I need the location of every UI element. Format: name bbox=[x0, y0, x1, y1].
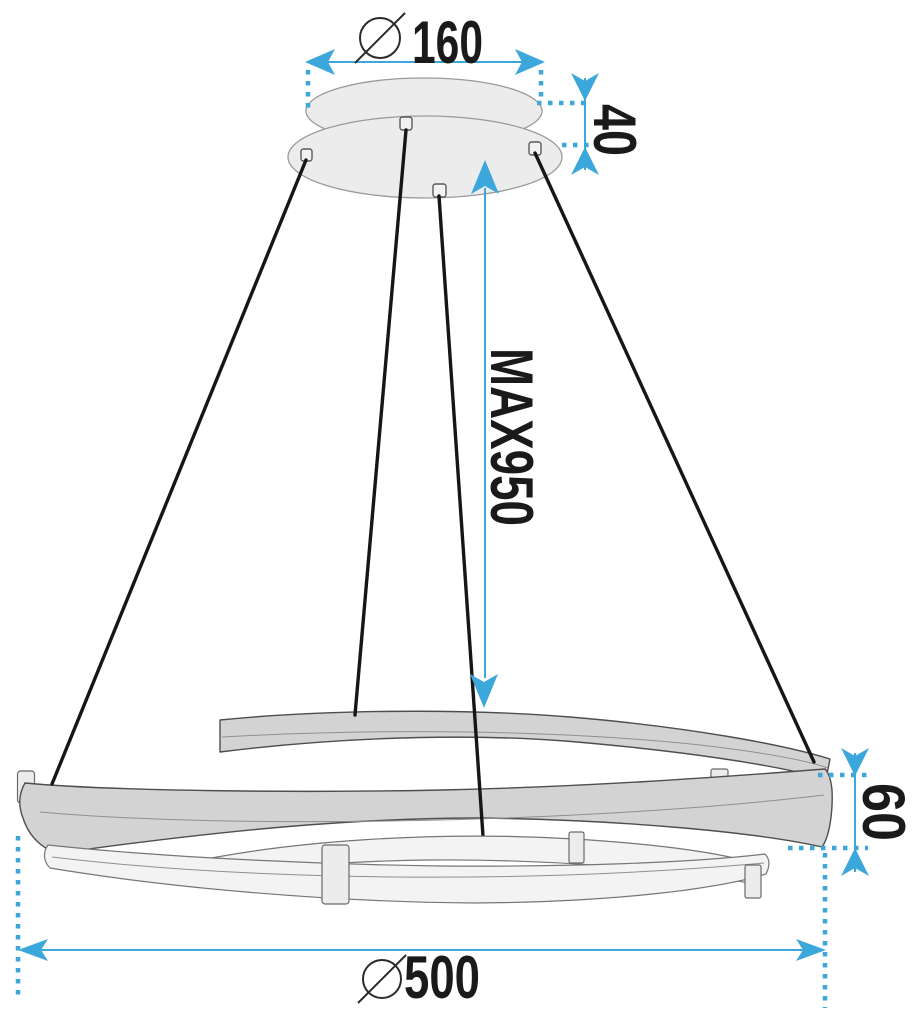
arrowhead-down bbox=[470, 674, 498, 708]
dimension-label: 500 bbox=[404, 944, 480, 1011]
lower-ring-front-seam bbox=[51, 856, 765, 878]
dimension-label: 60 bbox=[850, 783, 915, 841]
arrowhead-right bbox=[515, 49, 545, 75]
canopy-base-plate bbox=[287, 115, 563, 199]
suspension-wires bbox=[50, 128, 816, 838]
arrowhead-up bbox=[471, 160, 499, 194]
upper-ring bbox=[16, 710, 833, 854]
arrowhead-left bbox=[18, 939, 48, 961]
dimension-label: 40 bbox=[581, 104, 648, 156]
upper-ring-back-band bbox=[219, 710, 831, 780]
dimension-ring-diameter: 500 bbox=[15, 836, 826, 1011]
upper-ring-front-seam bbox=[39, 794, 825, 823]
upper-ring-back-seam bbox=[221, 731, 829, 769]
wire-mount bbox=[399, 116, 413, 131]
suspension-wire bbox=[437, 194, 485, 838]
suspension-wire bbox=[50, 158, 308, 786]
lower-ring bbox=[43, 831, 770, 905]
dimension-label: 160 bbox=[412, 9, 483, 76]
dimension-canopy-height: 40 bbox=[537, 73, 648, 175]
arrowhead-top bbox=[571, 73, 599, 101]
dimension-ring-height: 60 bbox=[788, 748, 915, 1008]
arrowhead-right bbox=[796, 939, 826, 961]
arrowhead-left bbox=[305, 49, 335, 75]
ring-connector-block bbox=[568, 831, 585, 864]
diameter-symbol bbox=[357, 954, 407, 1004]
suspension-wire bbox=[353, 128, 408, 717]
arrowhead-bottom bbox=[571, 147, 599, 175]
arrowhead-bottom bbox=[841, 848, 869, 876]
dimension-canopy-diameter: 160 bbox=[305, 9, 545, 112]
ring-connector-block bbox=[321, 844, 350, 905]
ring-connector-block bbox=[744, 864, 762, 899]
dimension-label: MAX950 bbox=[478, 348, 545, 526]
lower-ring-front-band bbox=[43, 844, 770, 904]
suspension-wire bbox=[533, 151, 816, 764]
diameter-symbol bbox=[354, 12, 406, 64]
arrowhead-top bbox=[841, 748, 869, 776]
ceiling-canopy bbox=[287, 77, 563, 199]
dimension-max-drop: MAX950 bbox=[470, 160, 545, 708]
